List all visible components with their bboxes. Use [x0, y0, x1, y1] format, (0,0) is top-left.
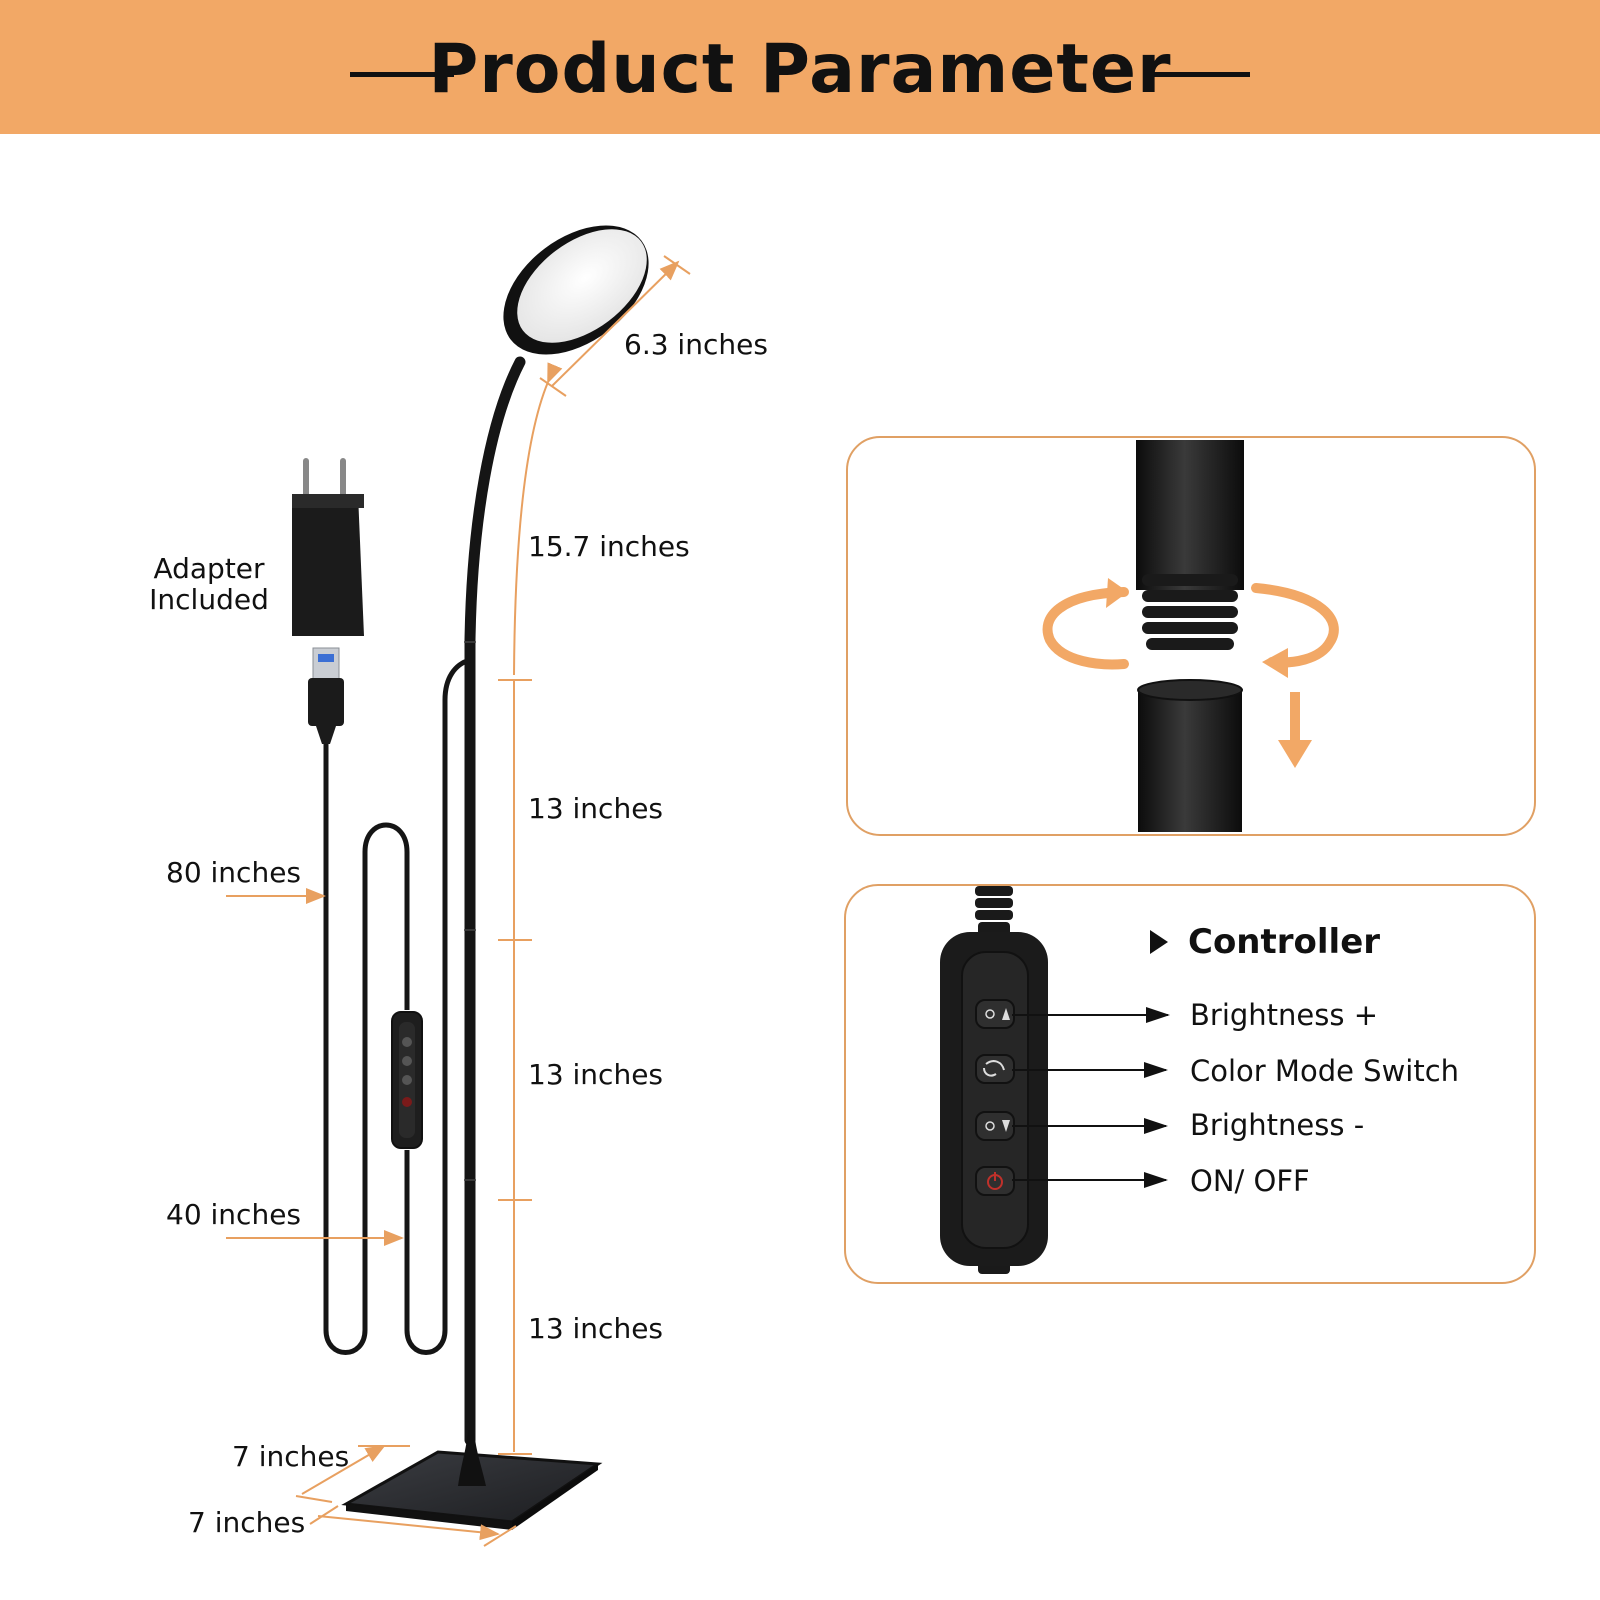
title-left-rule — [350, 72, 454, 77]
power-adapter — [292, 458, 364, 636]
inline-controller-mini — [391, 1011, 423, 1149]
pole-connector-illustration — [1136, 440, 1244, 832]
controller-power-label: ON/ OFF — [1190, 1164, 1310, 1198]
dim-cable-lower: 40 inches — [166, 1198, 302, 1231]
rotate-arrows-icon — [1042, 583, 1339, 670]
power-cable — [323, 657, 471, 1355]
rotate-arrowhead-left — [1106, 578, 1128, 608]
title-right-rule — [1146, 72, 1250, 77]
lamp-head — [503, 225, 649, 355]
dim-cable-total: 80 inches — [166, 856, 302, 889]
dim-pole-3: 13 inches — [528, 1312, 664, 1345]
dimension-lines — [226, 255, 691, 1547]
down-arrow-icon — [1278, 692, 1312, 768]
adapter-label: Adapter Included — [144, 553, 274, 615]
controller-brightness-up-label: Brightness + — [1190, 998, 1378, 1032]
connector-panel — [846, 436, 1536, 836]
dim-gooseneck: 15.7 inches — [528, 530, 690, 563]
dim-pole-1: 13 inches — [528, 792, 664, 825]
controller-panel — [844, 884, 1536, 1284]
page-title: Product Parameter — [428, 30, 1172, 109]
dim-head-diameter: 6.3 inches — [624, 328, 768, 361]
lamp-base — [341, 1430, 603, 1530]
controller-title: Controller — [1188, 922, 1381, 962]
dim-base-depth: 7 inches — [232, 1440, 350, 1473]
controller-color-mode-label: Color Mode Switch — [1190, 1054, 1460, 1088]
gooseneck — [464, 356, 526, 1446]
controller-pointer-lines — [1012, 1007, 1170, 1188]
header-banner — [0, 0, 1600, 134]
adapter-label-line1: Adapter — [153, 552, 265, 585]
adapter-label-line2: Included — [149, 583, 269, 616]
rotate-arrowhead-right — [1262, 648, 1288, 678]
usb-plug — [308, 647, 344, 744]
controller-brightness-down-label: Brightness - — [1190, 1108, 1365, 1142]
dim-pole-2: 13 inches — [528, 1058, 664, 1091]
controller-bullet-icon — [1150, 930, 1168, 954]
dim-base-width: 7 inches — [188, 1506, 306, 1539]
